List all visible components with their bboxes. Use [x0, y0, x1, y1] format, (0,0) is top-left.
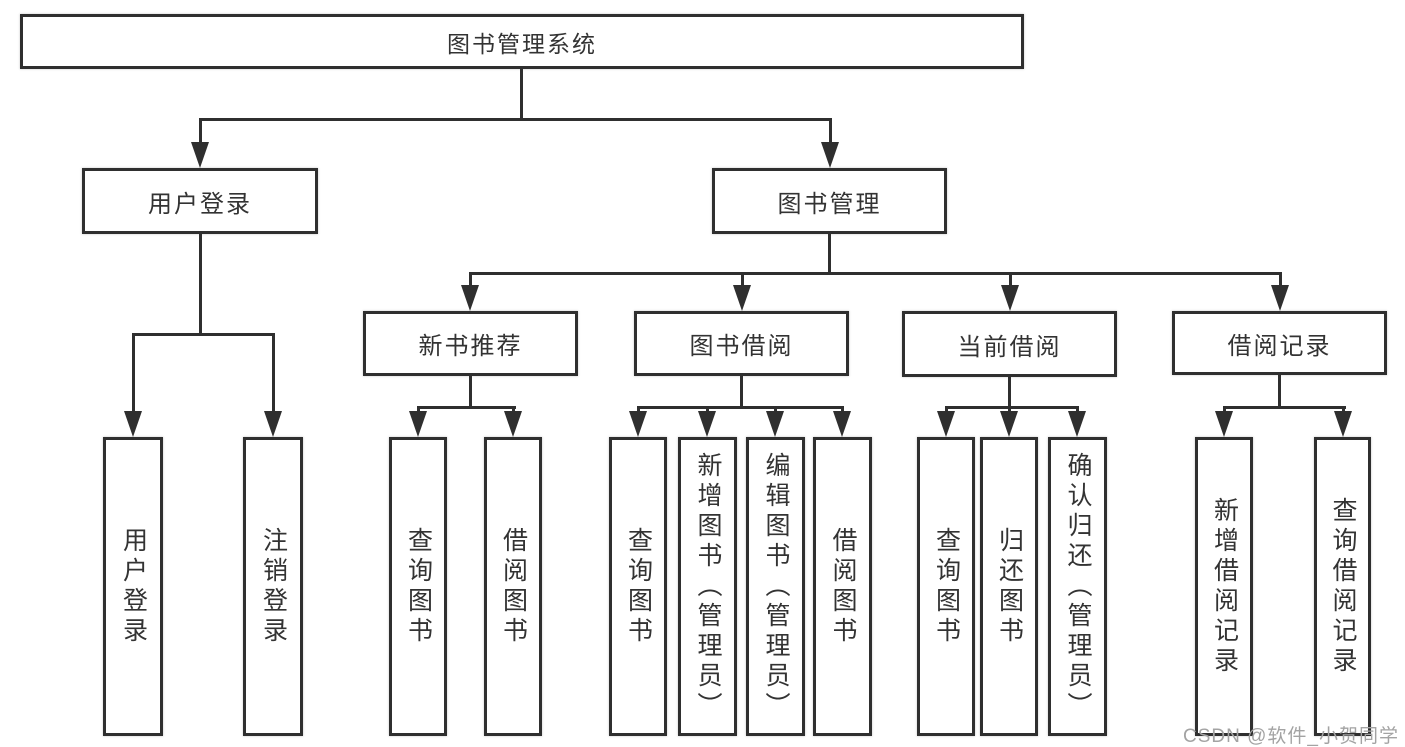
arrow-shaft-bb-add [706, 406, 709, 414]
arrow-shaft-br-add [1223, 406, 1226, 414]
arrowhead-br-query-icon [1334, 411, 1352, 437]
leaf-user-login-label: 用户登录 [119, 526, 148, 647]
node-current-borrow-label: 当前借阅 [957, 333, 1062, 361]
connector-records-hline [1223, 406, 1346, 409]
leaf-record-query-label: 查询借阅记录 [1329, 496, 1357, 677]
leaf-current-confirm-admin-label: 确认归还（管理员） [1064, 451, 1092, 722]
connector-currentborrow-hline [945, 406, 1078, 409]
arrow-shaft-current-borrow [1009, 272, 1012, 288]
node-root: 图书管理系统 [20, 14, 1024, 69]
node-current-borrow: 当前借阅 [902, 311, 1117, 377]
connector-newbooks-vline [469, 376, 472, 409]
leaf-borrow-add-admin: 新增图书（管理员） [678, 437, 737, 736]
arrow-shaft-leaf-logout [272, 333, 275, 413]
arrowhead-nb-query-icon [409, 411, 427, 437]
leaf-logout-label: 注销登录 [259, 526, 288, 647]
arrowhead-bb-borrow-icon [833, 411, 851, 437]
leaf-borrow-edit-admin: 编辑图书（管理员） [746, 437, 805, 736]
arrow-shaft-book-mgmt [829, 118, 832, 145]
connector-mgmt-hline [469, 272, 1281, 275]
arrowhead-borrow-records-icon [1271, 285, 1289, 311]
connector-currentborrow-vline [1008, 377, 1011, 409]
connector-newbooks-hline [417, 406, 516, 409]
arrowhead-cb-return-icon [1000, 411, 1018, 437]
node-user-login-label: 用户登录 [148, 190, 252, 218]
leaf-current-query-label: 查询图书 [932, 526, 961, 647]
leaf-borrow-query: 查询图书 [609, 437, 667, 736]
node-root-label: 图书管理系统 [447, 30, 597, 57]
node-borrow-records: 借阅记录 [1172, 311, 1387, 375]
leaf-borrow-add-admin-label: 新增图书（管理员） [694, 451, 722, 722]
leaf-user-login: 用户登录 [103, 437, 163, 736]
arrowhead-leaf-logout-icon [264, 411, 282, 437]
leaf-borrow-query-label: 查询图书 [624, 526, 653, 647]
leaf-borrow-book: 借阅图书 [813, 437, 872, 736]
arrow-shaft-bb-query [637, 406, 640, 414]
connector-records-vline [1278, 375, 1281, 409]
leaf-current-return: 归还图书 [980, 437, 1038, 736]
node-book-management-label: 图书管理 [777, 190, 882, 218]
connector-mgmt-vline [828, 234, 831, 275]
connector-bookborrow-hline [637, 406, 843, 409]
arrowhead-cb-query-icon [937, 411, 955, 437]
arrowhead-user-login-icon [191, 142, 209, 168]
node-user-login: 用户登录 [82, 168, 318, 234]
arrow-shaft-cb-query [945, 406, 948, 414]
connector-root-vline [520, 68, 523, 121]
arrow-shaft-nb-borrow [512, 406, 515, 414]
node-book-management: 图书管理 [712, 168, 947, 234]
connector-root-hline [199, 118, 832, 121]
arrow-shaft-nb-query [417, 406, 420, 414]
leaf-record-query: 查询借阅记录 [1314, 437, 1371, 736]
node-new-book-recommend-label: 新书推荐 [418, 333, 523, 360]
arrow-shaft-borrow-records [1279, 272, 1282, 288]
arrowhead-br-add-icon [1215, 411, 1233, 437]
arrowhead-current-borrow-icon [1001, 285, 1019, 311]
arrow-shaft-bb-borrow [841, 406, 844, 414]
leaf-record-add-label: 新增借阅记录 [1210, 496, 1239, 677]
arrow-shaft-cb-confirm [1076, 406, 1079, 414]
arrow-shaft-user-login [199, 118, 202, 145]
arrowhead-nb-borrow-icon [504, 411, 522, 437]
node-book-borrow: 图书借阅 [634, 311, 849, 376]
leaf-current-query: 查询图书 [917, 437, 975, 736]
leaf-newbook-borrow-label: 借阅图书 [499, 526, 528, 647]
node-new-book-recommend: 新书推荐 [363, 311, 578, 376]
node-book-borrow-label: 图书借阅 [689, 333, 794, 360]
arrow-shaft-br-query [1342, 406, 1345, 414]
leaf-current-return-label: 归还图书 [995, 526, 1024, 647]
leaf-newbook-borrow: 借阅图书 [484, 437, 542, 736]
arrowhead-new-books-icon [461, 285, 479, 311]
leaf-borrow-edit-admin-label: 编辑图书（管理员） [762, 451, 790, 722]
arrowhead-bb-edit-icon [766, 411, 784, 437]
arrow-shaft-cb-return [1008, 406, 1011, 414]
leaf-borrow-book-label: 借阅图书 [829, 526, 857, 647]
leaf-record-add: 新增借阅记录 [1195, 437, 1253, 736]
leaf-newbook-query-label: 查询图书 [404, 526, 433, 647]
node-borrow-records-label: 借阅记录 [1227, 332, 1332, 360]
arrow-shaft-book-borrow [741, 272, 744, 288]
arrowhead-book-mgmt-icon [821, 142, 839, 168]
arrow-shaft-new-books [469, 272, 472, 288]
arrowhead-cb-confirm-icon [1068, 411, 1086, 437]
arrow-shaft-leaf-login [132, 333, 135, 413]
leaf-logout: 注销登录 [243, 437, 303, 736]
connector-bookborrow-vline [740, 376, 743, 409]
arrowhead-bb-query-icon [629, 411, 647, 437]
arrow-shaft-bb-edit [774, 406, 777, 414]
leaf-current-confirm-admin: 确认归还（管理员） [1048, 437, 1107, 736]
connector-login-hline [132, 333, 275, 336]
arrowhead-bb-add-icon [698, 411, 716, 437]
arrowhead-leaf-login-icon [124, 411, 142, 437]
csdn-watermark: CSDN @软件_小贺同学 [1183, 726, 1399, 747]
connector-login-vline [199, 234, 202, 336]
leaf-newbook-query: 查询图书 [389, 437, 447, 736]
arrowhead-book-borrow-icon [733, 285, 751, 311]
